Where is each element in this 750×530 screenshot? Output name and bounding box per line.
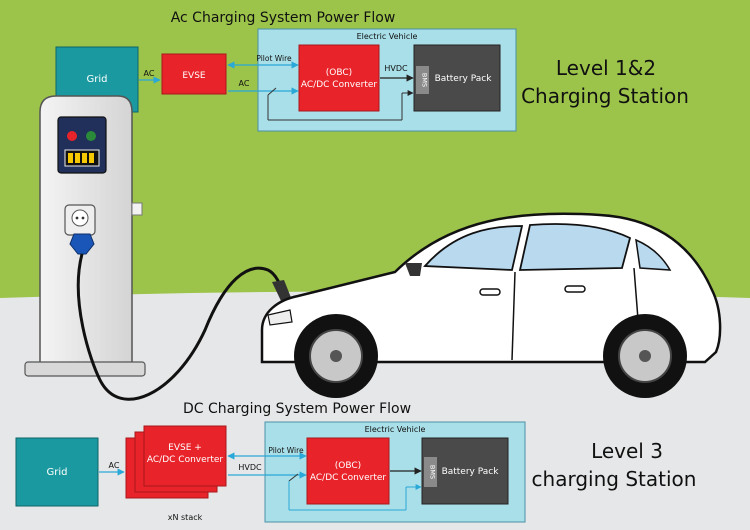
- bottom-title: DC Charging System Power Flow: [183, 401, 411, 417]
- bottom-ac-label: AC: [109, 461, 120, 470]
- top-bms-box: [416, 66, 429, 94]
- top-station-line-2: Charging Station: [521, 84, 689, 108]
- top-evse-box: [161, 53, 227, 95]
- top-switch: [267, 87, 277, 96]
- charging-cable: [76, 253, 285, 401]
- car-rear-window: [518, 223, 632, 271]
- top-obc-label-2: AC/DC Converter: [301, 80, 378, 90]
- bottom-obc-box: [306, 437, 390, 505]
- red-indicator-icon: [67, 131, 77, 141]
- bottom-obc-label-1: (OBC): [335, 461, 361, 471]
- top-pilot-label: Pilot Wire: [256, 54, 292, 63]
- bottom-stack-label: xN stack: [168, 513, 203, 522]
- charging-pole: [24, 95, 146, 377]
- top-hvdc-label: HVDC: [384, 64, 408, 73]
- bottom-bms-label: BMS: [429, 465, 437, 479]
- green-indicator-icon: [86, 131, 96, 141]
- electric-car: [260, 212, 722, 398]
- bottom-grid-box: [15, 437, 99, 507]
- bottom-evse-box: [143, 425, 227, 487]
- bottom-evse-label-2: AC/DC Converter: [147, 455, 224, 465]
- car-front-window: [423, 225, 524, 271]
- bottom-station-line-1: Level 3: [591, 439, 663, 463]
- top-ev-label: Electric Vehicle: [357, 32, 418, 41]
- bottom-station-line-2: charging Station: [532, 467, 697, 491]
- top-obc-label-1: (OBC): [326, 68, 352, 78]
- bottom-hvdc-label: HVDC: [238, 463, 262, 472]
- top-bms-label: BMS: [421, 73, 429, 87]
- top-title: Ac Charging System Power Flow: [171, 10, 396, 26]
- top-ac-label-2: AC: [239, 79, 250, 88]
- top-obc-box: [298, 44, 380, 112]
- rear-door-handle: [564, 285, 586, 293]
- top-ac-label-1: AC: [144, 69, 155, 78]
- top-grid-label: Grid: [87, 74, 108, 85]
- bottom-pilot-label: Pilot Wire: [268, 446, 304, 455]
- bottom-evse-label-1: EVSE +: [168, 443, 202, 453]
- bottom-ev-label: Electric Vehicle: [365, 425, 426, 434]
- plug-icon: [69, 233, 95, 255]
- car-plug-icon: [272, 280, 292, 303]
- headlight: [267, 309, 293, 326]
- side-mirror: [405, 263, 422, 276]
- bottom-grid-label: Grid: [47, 467, 68, 478]
- top-battery-label: Battery Pack: [435, 74, 493, 84]
- bottom-bms-box: [424, 457, 437, 487]
- bottom-switch: [288, 473, 299, 482]
- bottom-obc-label-2: AC/DC Converter: [310, 473, 387, 483]
- top-station-line-1: Level 1&2: [556, 56, 656, 80]
- top-evse-label: EVSE: [182, 71, 206, 81]
- front-door-handle: [479, 288, 501, 296]
- bottom-battery-label: Battery Pack: [442, 467, 500, 477]
